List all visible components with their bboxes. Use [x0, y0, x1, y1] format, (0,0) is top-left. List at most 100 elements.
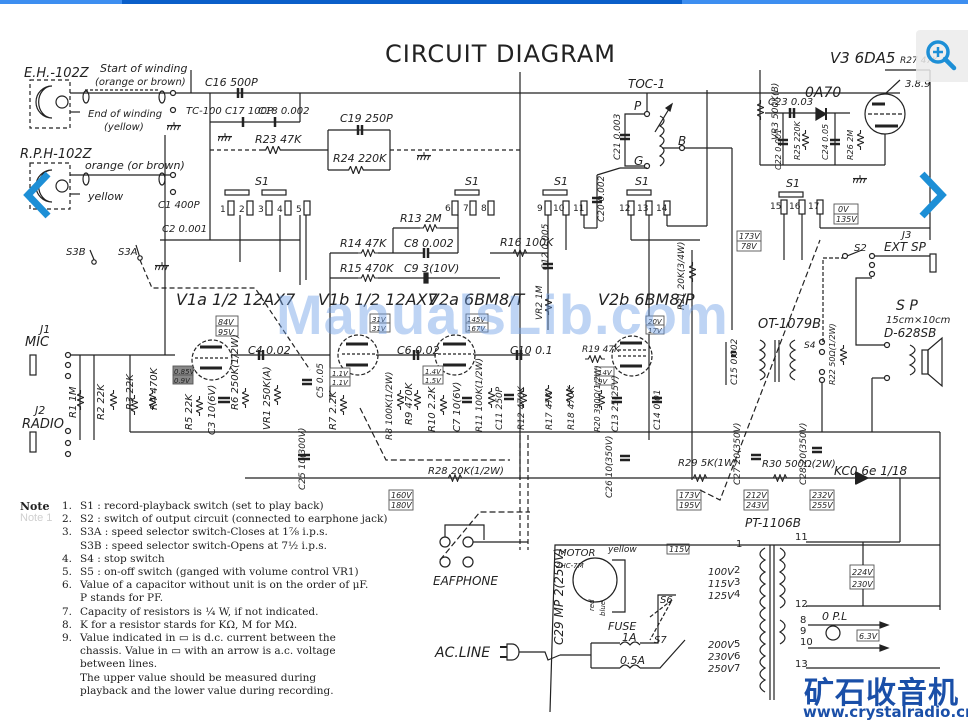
svg-text:3: 3 [734, 577, 740, 588]
previous-image-button[interactable] [22, 170, 52, 220]
label-motor-model: 2HC-7M [556, 562, 584, 570]
svg-text:135V: 135V [836, 215, 857, 224]
label-r6: R6 250K(1/2W) [230, 334, 241, 410]
label-tc100: TC-100 C17 100P [186, 106, 274, 117]
ac-plug-icon [506, 643, 520, 661]
label-mic: MIC [25, 335, 50, 350]
label-c13: C13 25(25V) [611, 375, 621, 432]
voltage-box-v2a-plate [465, 313, 489, 333]
pt-primary-coil [759, 547, 767, 693]
voltage-box-v3-screen [833, 203, 859, 225]
label-radio: RADIO [22, 417, 64, 432]
svg-text:195V: 195V [679, 501, 700, 510]
label-r16: R16 100K [500, 236, 554, 249]
note-item: P stands for PF. [80, 592, 164, 605]
svg-text:224V: 224V [852, 568, 873, 577]
note-item: 8.K for a resistor stards for KΩ, M for … [62, 618, 298, 631]
label-j3: J3 [900, 230, 911, 241]
label-r5: R5 22K [184, 393, 195, 430]
label-fuse: FUSE [608, 620, 636, 633]
label-c3: C3 10(6V) [207, 385, 218, 435]
label-vr3: VR3 500K(B) [771, 83, 781, 140]
svg-text:14: 14 [656, 204, 668, 214]
svg-text:9: 9 [800, 626, 806, 637]
svg-text:200V: 200V [708, 640, 735, 651]
pilot-lamp-icon [825, 625, 841, 641]
label-r1: R1 1M [68, 386, 79, 418]
label-c28: C28 20(350V) [799, 423, 809, 485]
next-image-button[interactable] [918, 170, 948, 220]
zoom-in-button[interactable] [916, 30, 968, 82]
label-s3a: S3A [118, 247, 138, 258]
label-sp-size: 15cm×10cm [886, 315, 951, 326]
rph-head-box [29, 162, 71, 210]
label-r24: R24 220K [333, 152, 387, 165]
label-c18: C18 0.002 [258, 106, 310, 117]
motor-symbol [572, 557, 618, 603]
ot-secondary-coil [789, 339, 797, 381]
note-item: 6.Value of a capacitor without unit is o… [62, 579, 369, 592]
note-item: 1.S1 : record-playback switch (set to pl… [62, 500, 324, 512]
svg-text:13: 13 [795, 659, 808, 670]
watermark-text: ManualsLib.com [276, 283, 729, 346]
svg-text:1.5V: 1.5V [425, 377, 442, 385]
label-pt: PT-1106B [745, 516, 801, 530]
label-s1-e: S1 [786, 177, 800, 190]
svg-text:0.85V: 0.85V [174, 368, 196, 376]
label-s2: S2 [854, 243, 867, 254]
svg-text:125V: 125V [708, 591, 735, 602]
label-r8: R8 100K(1/2W) [385, 372, 395, 440]
voltage-box-v2a-cathode [422, 365, 444, 385]
label-c19: C19 250P [340, 112, 393, 125]
label-r7: R7 2.2K [328, 390, 339, 430]
label-c16: C16 500P [205, 76, 258, 89]
svg-text:115V: 115V [669, 545, 690, 554]
svg-text:243V: 243V [746, 501, 767, 510]
label-c12: C12 0.005 [541, 223, 551, 270]
label-end-winding: End of winding [88, 109, 162, 120]
svg-text:95V: 95V [218, 328, 234, 337]
label-r2: R2 22K [96, 383, 107, 420]
svg-text:255V: 255V [812, 501, 833, 510]
note-item: playback and the lower value during reco… [80, 684, 334, 697]
voltage-box-motor [666, 543, 690, 555]
voltage-box-v1b-cathode [329, 367, 351, 387]
note-item: chassis. Value in ▭ with an arrow is a.c… [80, 645, 336, 658]
label-pl: 0 P.L [822, 610, 847, 623]
label-r10: R10 2.2K [427, 385, 438, 432]
label-rph-head: R.P.H-102Z [20, 147, 93, 162]
label-c21: C21 0.003 [613, 113, 623, 160]
label-r4: R4 470K [149, 366, 160, 410]
label-s3b: S3B [66, 247, 86, 258]
label-ac-line: AC.LINE [434, 645, 490, 661]
label-sp-model: D-628SB [884, 326, 936, 340]
note-item: 4.S4 : stop switch [62, 552, 165, 565]
label-ot: OT-1079B [758, 317, 821, 332]
speaker-icon [927, 336, 943, 388]
svg-text:4: 4 [277, 205, 283, 215]
label-r15: R15 470K [340, 262, 394, 275]
svg-text:145V: 145V [467, 316, 486, 324]
svg-text:5: 5 [734, 639, 740, 650]
svg-text:0V: 0V [838, 205, 849, 214]
svg-text:84V: 84V [218, 318, 234, 327]
label-v2a: V2a 6BM8/T [428, 290, 526, 309]
voltage-box-b4 [743, 489, 769, 511]
label-v3-pins: 3.8.9 [905, 79, 930, 90]
s1-contacts-a [227, 200, 311, 216]
svg-text:230V: 230V [708, 652, 735, 663]
v2b-tube [611, 335, 653, 377]
label-r13: R13 2M [400, 212, 442, 225]
label-s7: S7 [654, 635, 667, 646]
note-item: 7.Capacity of resistors is ¼ W, if not i… [62, 605, 319, 618]
label-c2: C2 0.001 [162, 224, 207, 235]
label-r12: R12 470K [517, 385, 527, 430]
voltage-box-b5 [809, 489, 835, 511]
svg-text:13: 13 [637, 204, 648, 214]
label-s6: S6 [660, 595, 673, 606]
v1a-tube [191, 339, 233, 381]
label-earphone: EAFPHONE [433, 574, 498, 588]
svg-text:1.1V: 1.1V [332, 379, 349, 387]
svg-text:78V: 78V [741, 242, 757, 251]
